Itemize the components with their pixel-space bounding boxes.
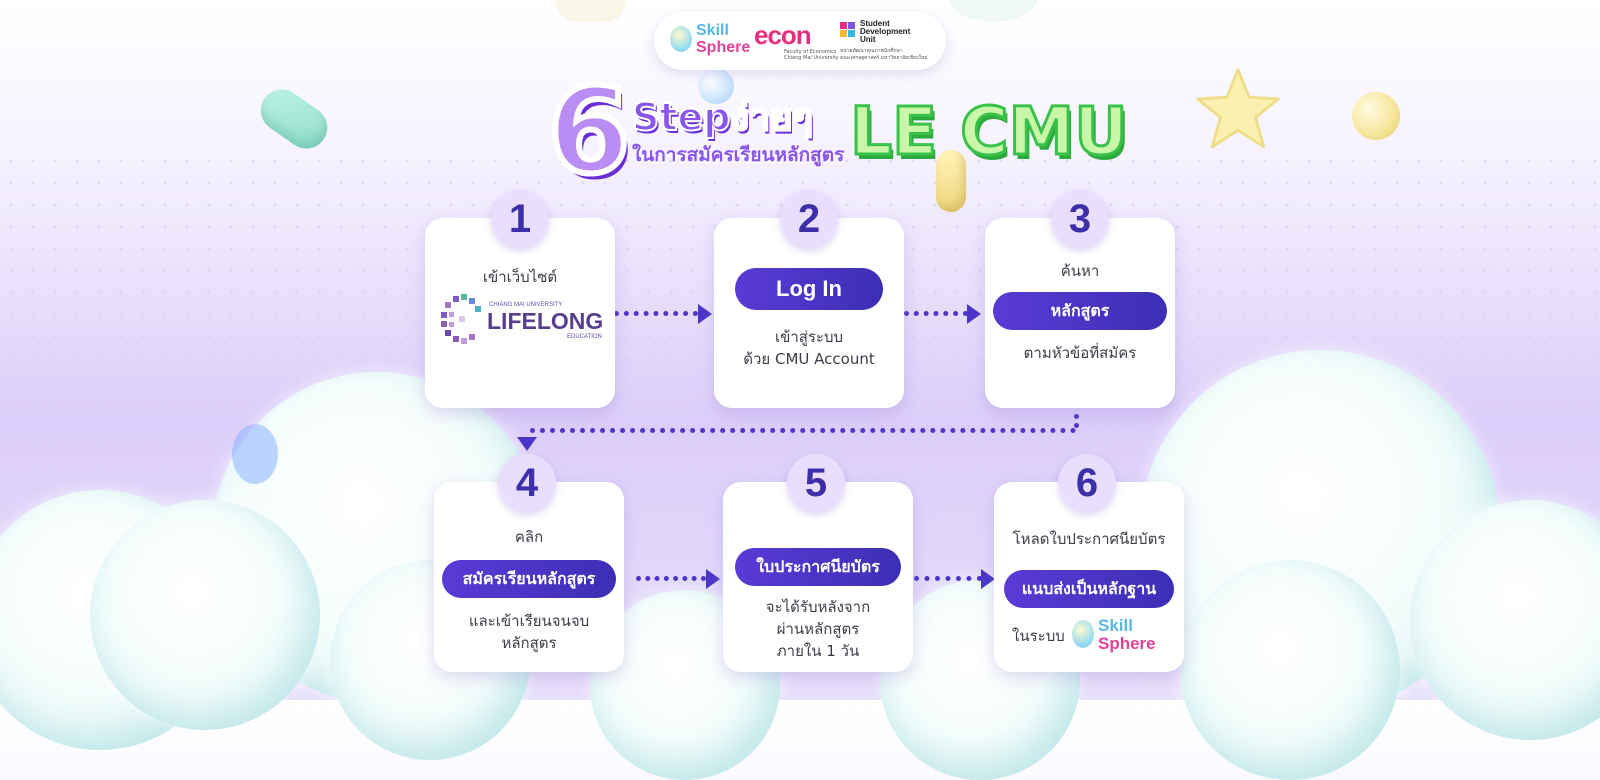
lifelong-logo-icon <box>441 294 481 344</box>
course-search-button[interactable]: หลักสูตร <box>993 292 1167 330</box>
step-card-5: ใบประกาศนียบัตร จะได้รับหลังจาก ผ่านหลัก… <box>723 482 913 672</box>
connector-5-6-arrow <box>981 569 995 589</box>
lifelong-main-text: LIFELONG <box>487 308 604 334</box>
partner-logos-bar: Skill Sphere econ Faculty of Economics C… <box>654 12 946 70</box>
skill-text: Skill <box>1098 616 1133 635</box>
econ-text: econ <box>754 20 812 50</box>
step-5-text-1: จะได้รับหลังจาก <box>765 598 871 616</box>
lightbulb-icon <box>670 26 692 52</box>
sdu-line3: Unit <box>860 35 876 44</box>
step-card-1: เข้าเว็บไซต์ CHIANG MAI UNIVERSITY LIFEL… <box>425 218 615 408</box>
step-3-text-top: ค้นหา <box>1060 262 1100 280</box>
step-6-text-1: ในระบบ <box>1012 627 1065 645</box>
connector-2-3 <box>904 311 968 316</box>
yellow-capsule-decoration <box>936 150 966 212</box>
title-number: 6 <box>545 62 633 200</box>
step-card-3: ค้นหา หลักสูตร ตามหัวข้อที่สมัคร <box>985 218 1175 408</box>
connector-5-6 <box>914 576 982 581</box>
step-number-1: 1 <box>491 190 549 248</box>
step-number-2: 2 <box>780 190 838 248</box>
connector-3-4 <box>530 428 1076 433</box>
login-button[interactable]: Log In <box>735 268 883 310</box>
connector-4-5-arrow <box>706 569 720 589</box>
title-subtitle: ในการสมัครเรียนหลักสูตร <box>632 144 845 166</box>
step-2-text-1: เข้าสู่ระบบ <box>774 328 844 346</box>
lifelong-education-logo[interactable]: CHIANG MAI UNIVERSITY LIFELONG EDUCATION <box>439 294 605 346</box>
sdu-sub1: หน่วยพัฒนาคุณภาพนักศึกษา <box>840 48 903 54</box>
step-card-6: โหลดใบประกาศนียบัตร แนบส่งเป็นหลักฐาน ใน… <box>994 482 1184 672</box>
step-2-text-2: ด้วย CMU Account <box>743 350 875 368</box>
step-3-text-1: ตามหัวข้อที่สมัคร <box>1023 344 1137 362</box>
lightbulb-icon <box>1072 620 1094 648</box>
student-development-unit-logo: Student Development Unit หน่วยพัฒนาคุณภา… <box>840 20 936 64</box>
sphere-text: Sphere <box>1098 634 1156 653</box>
top-left-star-fragment <box>556 0 626 22</box>
cloud-right-mid <box>1180 560 1400 780</box>
step-card-4: คลิก สมัครเรียนหลักสูตร และเข้าเรียนจนจบ… <box>434 482 624 672</box>
star-decoration <box>1196 68 1280 149</box>
step-card-2: Log In เข้าสู่ระบบ ด้วย CMU Account <box>714 218 904 408</box>
skill-text: Skill <box>696 22 729 39</box>
blue-ball-decoration <box>698 68 734 104</box>
step-5-text-2: ผ่านหลักสูตร <box>776 620 860 638</box>
econ-sub2: Chiang Mai University <box>784 55 839 61</box>
connector-4-5 <box>636 576 706 581</box>
econ-sub1: Faculty of Economics <box>784 49 837 55</box>
step-4-text-1: และเข้าเรียนจนจบ <box>468 612 590 630</box>
attach-evidence-button[interactable]: แนบส่งเป็นหลักฐาน <box>1004 570 1174 608</box>
step-1-text: เข้าเว็บไซต์ <box>482 268 558 286</box>
certificate-button[interactable]: ใบประกาศนียบัตร <box>735 548 901 586</box>
title-brand: LE CMU <box>849 93 1130 170</box>
step-number-4: 4 <box>498 454 556 512</box>
step-number-3: 3 <box>1051 190 1109 248</box>
connector-3-4-arrow <box>517 437 537 451</box>
sdu-line2: Development <box>860 27 911 36</box>
connector-1-2-arrow <box>698 304 712 324</box>
step-4-text-top: คลิก <box>514 528 544 546</box>
step-number-6: 6 <box>1058 454 1116 512</box>
yellow-ball-decoration <box>1352 92 1400 140</box>
sdu-squares-icon <box>840 22 856 38</box>
skill-sphere-logo: Skill Sphere <box>670 22 762 62</box>
lifelong-small-text: CHIANG MAI UNIVERSITY <box>489 302 563 308</box>
lifelong-sub-text: EDUCATION <box>567 334 602 340</box>
step-number-5: 5 <box>787 454 845 512</box>
connector-2-3-arrow <box>967 304 981 324</box>
sdu-sub2: คณะเศรษฐศาสตร์ มหาวิทยาลัยเชียงใหม่ <box>840 55 928 61</box>
step-6-text-top: โหลดใบประกาศนียบัตร <box>1012 530 1166 548</box>
econ-logo: econ Faculty of Economics Chiang Mai Uni… <box>754 20 839 62</box>
blue-cloud-shadow <box>232 424 278 484</box>
cloud-left-mid <box>90 500 320 730</box>
top-right-cloud-fragment <box>948 0 1038 22</box>
step-5-text-3: ภายใน 1 วัน <box>776 642 860 660</box>
page-title: 6 Stepง่ายๆ ในการสมัครเรียนหลักสูตร LE C… <box>545 62 1129 200</box>
enroll-course-button[interactable]: สมัครเรียนหลักสูตร <box>442 560 616 598</box>
sphere-text: Sphere <box>696 39 751 56</box>
sdu-line1: Student <box>860 19 890 28</box>
connector-3-4-up <box>1074 414 1079 428</box>
connector-1-2 <box>614 311 698 316</box>
skill-sphere-logo-small[interactable]: Skill Sphere <box>1072 616 1172 656</box>
pill-capsule-decoration <box>252 81 336 157</box>
title-steps: Stepง่ายๆ <box>631 94 814 140</box>
step-4-text-2: หลักสูตร <box>501 634 557 652</box>
